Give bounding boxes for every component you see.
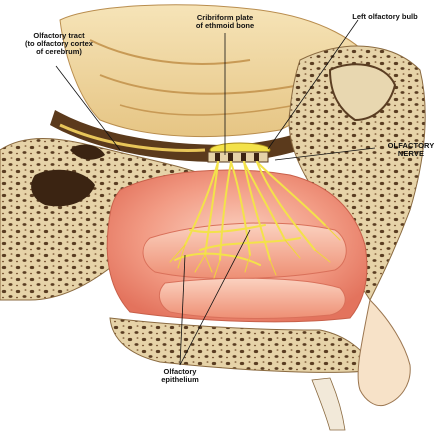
label-olfactory-nerve-line-2: NERVE [378, 150, 444, 158]
cribriform-plate [208, 152, 268, 162]
label-left-olfactory-bulb: Left olfactory bulb [330, 13, 440, 21]
label-olfactory-tract: Olfactory tract (to olfactory cortex of … [4, 32, 114, 56]
label-olfactory-tract-line-3: of cerebrum) [4, 48, 114, 56]
label-left-olfactory-bulb-line-1: Left olfactory bulb [330, 13, 440, 21]
nasal-conchae [143, 223, 346, 318]
label-olfactory-epithelium-line-2: epithelium [140, 376, 220, 384]
label-olfactory-nerve: OLFACTORY NERVE [378, 142, 444, 158]
label-cribriform-plate-line-2: of ethmoid bone [170, 22, 280, 30]
label-olfactory-epithelium: Olfactory epithelium [140, 368, 220, 384]
label-cribriform-plate: Cribriform plate of ethmoid bone [170, 14, 280, 30]
